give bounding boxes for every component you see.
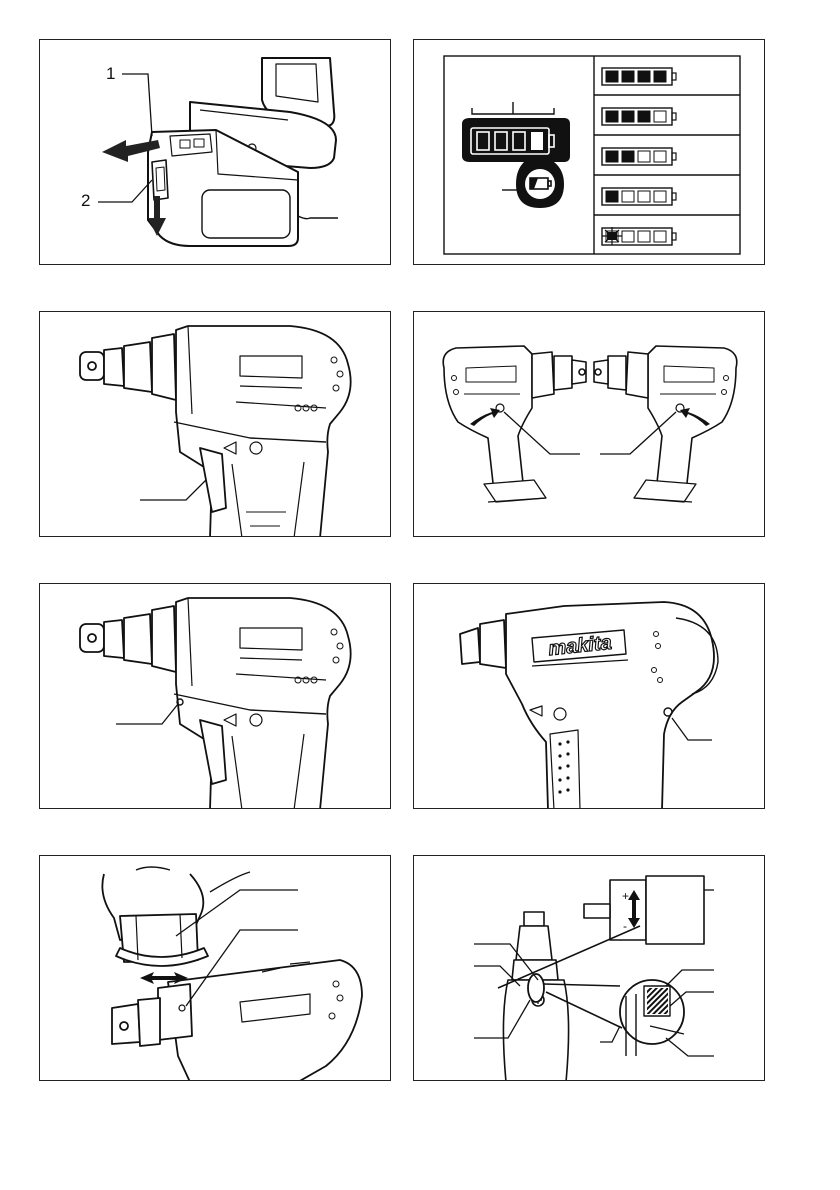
battery-level-row: [602, 227, 676, 245]
figure-rear-lamp: makita: [413, 583, 765, 809]
battery-segment-empty: [622, 191, 634, 202]
figure-battery-removal: 1 2: [39, 39, 391, 265]
battery-tip: [672, 153, 676, 160]
battery-segment-filled: [606, 71, 618, 82]
battery-segment-empty: [654, 111, 666, 122]
battery-tip: [672, 193, 676, 200]
figure-switch-trigger: [39, 311, 391, 537]
blinking-segment: [607, 232, 617, 240]
figure-lamp: [39, 583, 391, 809]
battery-removal-illustration: [40, 40, 391, 265]
minus-symbol: -: [623, 919, 627, 933]
battery-segment-empty: [638, 151, 650, 162]
battery-segment-empty: [622, 231, 634, 242]
battery-segment-empty: [654, 191, 666, 202]
lamp-illustration: [40, 584, 391, 809]
rear-lamp-illustration: makita: [414, 584, 765, 809]
figure-impact-force-ring: [39, 855, 391, 1081]
battery-segment-filled: [606, 191, 618, 202]
battery-segment-filled: [622, 111, 634, 122]
battery-segment-filled: [654, 71, 666, 82]
battery-level-row: [602, 188, 676, 205]
reversing-switch-illustration: [414, 312, 765, 537]
battery-tip: [672, 113, 676, 120]
battery-segment-filled: [638, 71, 650, 82]
battery-segment-empty: [654, 151, 666, 162]
callout-1: 1: [106, 65, 115, 82]
figure-battery-indicator: [413, 39, 765, 265]
plus-symbol: +: [622, 889, 629, 903]
bit-installation-illustration: + -: [414, 856, 765, 1081]
battery-segment-empty: [638, 191, 650, 202]
battery-segment-filled: [622, 151, 634, 162]
battery-segment-filled: [606, 151, 618, 162]
battery-level-row: [602, 148, 676, 165]
battery-level-row: [602, 68, 676, 85]
switch-trigger-illustration: [40, 312, 391, 537]
battery-segment-filled: [622, 71, 634, 82]
battery-segment-empty: [638, 231, 650, 242]
impact-force-ring-illustration: [40, 856, 391, 1081]
callout-2: 2: [81, 192, 90, 209]
battery-segment-filled: [638, 111, 650, 122]
battery-segment-empty: [654, 231, 666, 242]
battery-segment-filled: [606, 111, 618, 122]
figure-reversing-switch: [413, 311, 765, 537]
battery-tip: [672, 233, 676, 240]
battery-tip: [672, 73, 676, 80]
figure-bit-installation: + -: [413, 855, 765, 1081]
battery-level-row: [602, 108, 676, 125]
battery-indicator-illustration: [414, 40, 765, 265]
